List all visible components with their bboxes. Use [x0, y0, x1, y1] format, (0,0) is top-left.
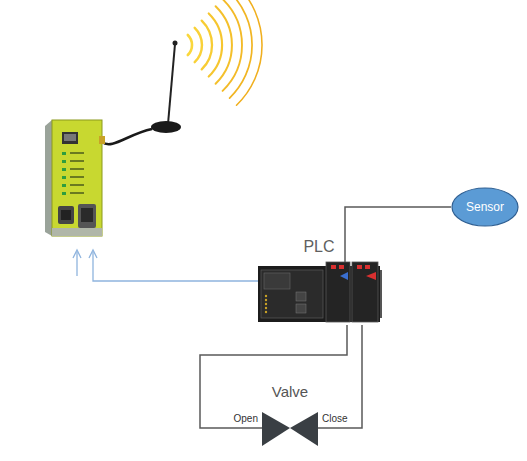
wave-arc — [195, 28, 202, 62]
edge-label: Open — [233, 413, 259, 425]
wave-arc — [188, 35, 192, 55]
wave-arc — [209, 13, 222, 76]
ellipse-shape — [452, 188, 518, 226]
wire-connector — [318, 325, 362, 428]
edge-label: Close — [321, 413, 349, 425]
node-text: Sensor — [466, 200, 504, 214]
plc-node: PLC — [258, 262, 380, 325]
node-label: Valve — [272, 383, 308, 400]
node-label: PLC — [303, 238, 334, 256]
wire-connector — [345, 207, 451, 262]
data-link-arrows — [73, 250, 258, 281]
wave-arc — [230, 0, 252, 98]
sensor-ellipse: Sensor — [451, 187, 519, 227]
valve-node: Valve — [262, 410, 318, 446]
wave-arc — [237, 0, 263, 105]
valve-symbol — [262, 412, 318, 446]
gateway-device — [45, 120, 105, 236]
wave-arc — [223, 0, 242, 91]
antenna — [102, 41, 181, 145]
radio-waves — [188, 0, 262, 105]
plc-device — [258, 262, 382, 322]
wave-arc — [216, 6, 232, 83]
